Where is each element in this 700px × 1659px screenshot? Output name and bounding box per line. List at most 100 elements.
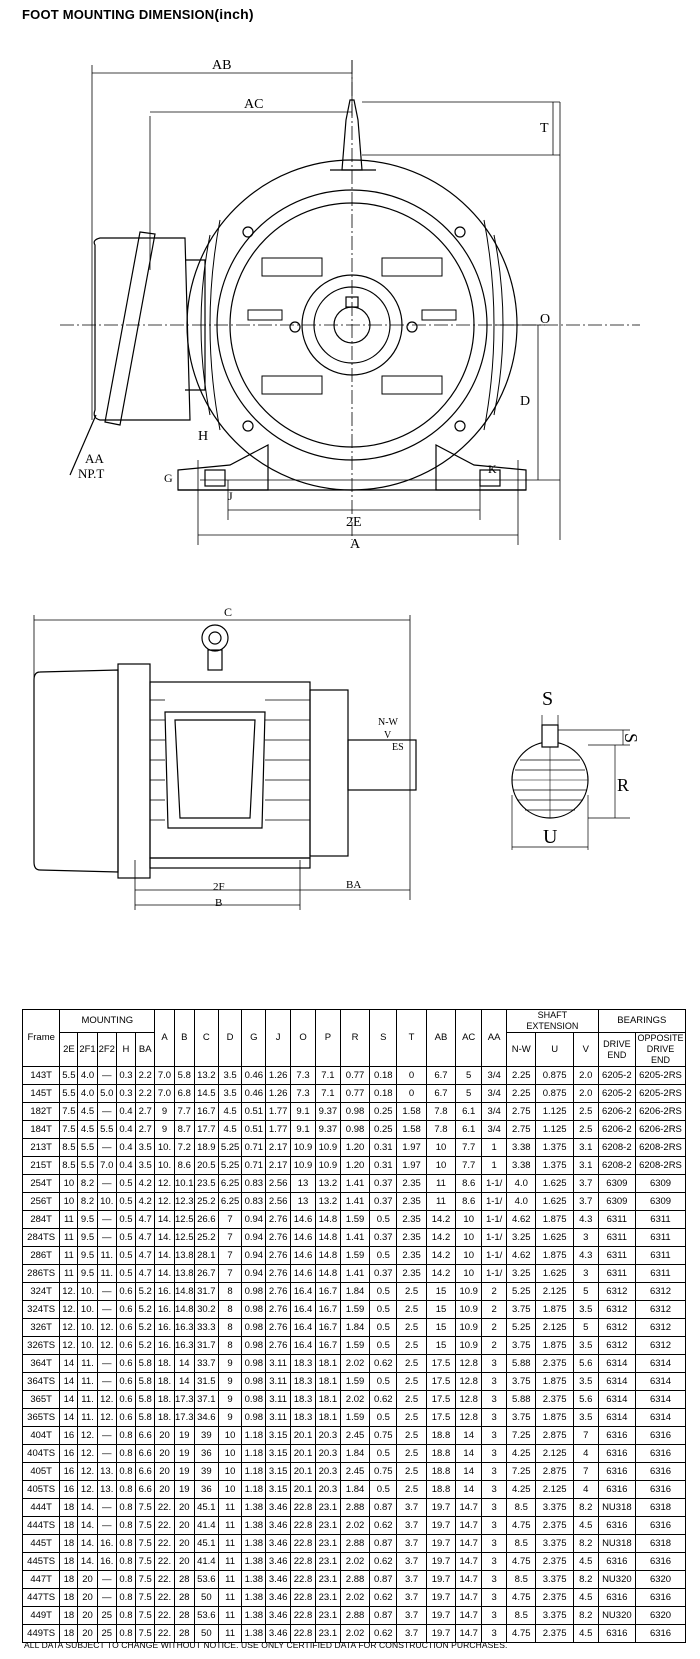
table-cell: 1.41 [339, 1264, 371, 1283]
table-cell: 7.5 [135, 1552, 156, 1571]
table-cell: 13. [96, 1462, 117, 1481]
table-cell: 10 [455, 1246, 483, 1265]
table-cell: 3.5 [572, 1372, 599, 1391]
table-cell: 1.20 [339, 1156, 371, 1175]
table-cell: 19.7 [425, 1552, 457, 1571]
table-cell: 2.76 [265, 1228, 292, 1247]
header-col: D [217, 1009, 243, 1067]
table-cell: 6312 [597, 1336, 637, 1355]
table-cell: 5.5 [77, 1138, 98, 1157]
table-cell: 14 [59, 1354, 79, 1373]
table-cell: 28.1 [193, 1246, 219, 1265]
table-cell: 1.59 [339, 1210, 371, 1229]
table-cell: 5.8 [135, 1408, 156, 1427]
table-cell: 3.5 [135, 1138, 156, 1157]
header-shaft-extension: SHAFT EXTENSION [506, 1009, 599, 1033]
table-cell: 2.17 [265, 1156, 292, 1175]
table-cell: 4 [572, 1480, 599, 1499]
frame-cell: 286TS [21, 1264, 61, 1283]
table-cell: 1.875 [535, 1210, 574, 1229]
table-cell: 0.37 [369, 1264, 398, 1283]
table-cell: 3/4 [481, 1120, 508, 1139]
table-cell: 4.0 [77, 1066, 98, 1085]
table-cell: 3 [481, 1498, 508, 1517]
table-cell: 9.1 [290, 1102, 316, 1121]
table-cell: 0.8 [115, 1516, 137, 1535]
table-cell: 2.5 [572, 1102, 599, 1121]
frame-cell: 445T [21, 1534, 61, 1553]
table-cell: NU320 [597, 1570, 637, 1589]
table-cell: 6311 [597, 1246, 637, 1265]
table-cell: 5.5 [59, 1066, 79, 1085]
table-cell: 14.6 [290, 1246, 316, 1265]
table-cell: 3 [481, 1480, 508, 1499]
table-cell: 6316 [597, 1444, 637, 1463]
table-cell: 16.7 [314, 1318, 341, 1337]
table-cell: 0.8 [115, 1570, 137, 1589]
header-col: 2F1 [77, 1032, 98, 1067]
table-cell: 12. [77, 1480, 98, 1499]
frame-cell: 324T [21, 1282, 61, 1301]
table-cell: 18 [59, 1606, 79, 1625]
table-cell: 17.5 [425, 1408, 457, 1427]
table-cell: 2.88 [339, 1534, 371, 1553]
table-cell: 8.6 [455, 1174, 483, 1193]
header-col: J [265, 1009, 292, 1067]
table-cell: 17.5 [425, 1372, 457, 1391]
table-cell: 14. [77, 1516, 98, 1535]
table-cell: 2.17 [265, 1138, 292, 1157]
table-cell: 20 [173, 1534, 195, 1553]
label-s-top: S [542, 688, 553, 710]
table-cell: 3.375 [535, 1570, 574, 1589]
table-cell: 0.62 [369, 1588, 398, 1607]
table-cell: 14.8 [314, 1210, 341, 1229]
table-cell: 3.7 [396, 1588, 427, 1607]
table-cell: 6316 [635, 1444, 686, 1463]
table-cell: 10.9 [455, 1282, 483, 1301]
table-cell: 11 [217, 1624, 243, 1643]
table-cell: 18.1 [314, 1408, 341, 1427]
table-cell: 7.1 [314, 1084, 341, 1103]
table-cell: 3.375 [535, 1534, 574, 1553]
table-cell: 8.5 [59, 1138, 79, 1157]
table-cell: 5.5 [77, 1156, 98, 1175]
table-cell: 28 [173, 1606, 195, 1625]
table-cell: 6.7 [425, 1084, 457, 1103]
table-cell: 10 [425, 1138, 457, 1157]
table-cell: 3.5 [135, 1156, 156, 1175]
table-cell: 0.46 [241, 1066, 267, 1085]
table-cell: 0.5 [369, 1318, 398, 1337]
table-cell: 17.7 [193, 1120, 219, 1139]
table-cell: 4.5 [217, 1120, 243, 1139]
frame-cell: 447TS [21, 1588, 61, 1607]
table-cell: 12.8 [455, 1390, 483, 1409]
table-cell: — [96, 1102, 117, 1121]
table-cell: 11 [59, 1246, 79, 1265]
table-cell: 13.2 [314, 1192, 341, 1211]
table-cell: 6311 [597, 1264, 637, 1283]
table-cell: 18.3 [290, 1390, 316, 1409]
label-2e: 2E [346, 515, 362, 530]
table-cell: 3 [481, 1570, 508, 1589]
table-cell: 4.25 [506, 1480, 537, 1499]
table-cell: 2.0 [572, 1066, 599, 1085]
table-cell: NU318 [597, 1498, 637, 1517]
table-cell: 19.7 [425, 1624, 457, 1643]
table-cell: 3.75 [506, 1300, 537, 1319]
table-cell: 0.94 [241, 1210, 267, 1229]
header-mounting: MOUNTING [59, 1009, 156, 1033]
table-cell: 8.5 [506, 1534, 537, 1553]
table-cell: 0.51 [241, 1102, 267, 1121]
side-dimension-lines [33, 615, 411, 910]
table-cell: 11. [77, 1372, 98, 1391]
table-cell: 3 [481, 1426, 508, 1445]
table-cell: 20.1 [290, 1426, 316, 1445]
table-cell: 10.1 [173, 1174, 195, 1193]
table-cell: 14.5 [193, 1084, 219, 1103]
frame-cell: 284TS [21, 1228, 61, 1247]
